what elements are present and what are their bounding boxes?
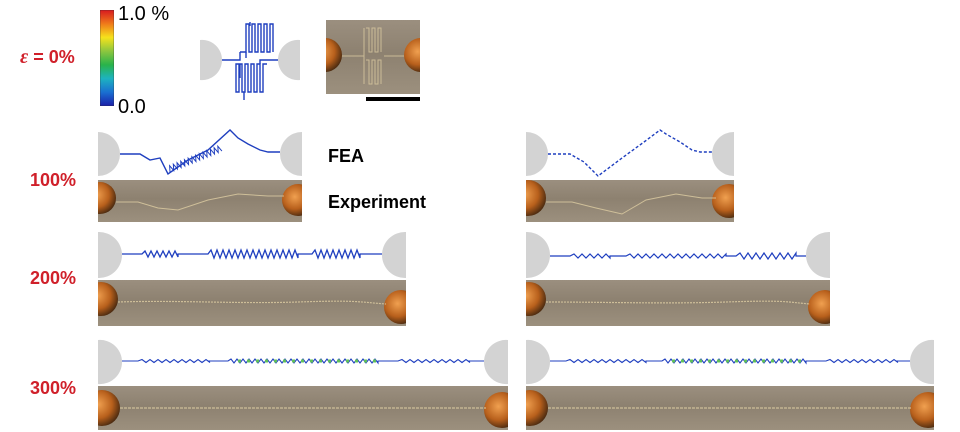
photo-300-left <box>98 386 508 430</box>
strain-highlight <box>771 359 774 363</box>
strain-highlight <box>753 359 756 363</box>
strain-highlight <box>265 359 268 363</box>
colorbar-max-label: 1.0 % <box>118 3 170 25</box>
strain-value-0: = 0% <box>28 47 75 67</box>
strain-highlight <box>780 359 783 363</box>
photo-100-left <box>98 180 302 222</box>
contact-pad-left <box>200 39 223 81</box>
fea-100-left <box>98 128 302 180</box>
strain-highlight <box>283 359 286 363</box>
fea-200-right <box>526 230 830 280</box>
strain-highlight <box>247 359 250 363</box>
strain-highlight <box>744 359 747 363</box>
strain-highlight <box>274 359 277 363</box>
experiment-key-label: Experiment <box>328 192 427 212</box>
photo-200-right <box>526 280 830 326</box>
strain-highlight <box>373 359 376 363</box>
strain-highlight <box>310 359 313 363</box>
strain-highlight <box>301 359 304 363</box>
serpentine-undeformed <box>222 22 278 100</box>
strain-highlight <box>708 359 711 363</box>
photo-100-right <box>526 180 734 222</box>
colorbar <box>100 10 114 106</box>
strain-highlight <box>238 359 241 363</box>
strain-highlight <box>328 359 331 363</box>
strain-label-200: 200% <box>30 268 77 288</box>
strain-highlight <box>798 359 801 363</box>
fea-100-right <box>526 128 734 180</box>
photo-pad-left <box>326 38 342 72</box>
fea-key-label: FEA <box>328 146 364 166</box>
fea-300-right <box>526 338 934 386</box>
strain-label-0: ε = 0% <box>20 46 75 69</box>
strain-highlight <box>292 359 295 363</box>
epsilon-symbol: ε <box>20 46 29 68</box>
strain-highlight <box>789 359 792 363</box>
photo-300-right <box>526 386 934 430</box>
photo-undeformed <box>326 20 420 94</box>
photo-pad-right <box>404 38 420 72</box>
strain-highlight <box>699 359 702 363</box>
contact-pad-right <box>277 39 300 81</box>
strain-highlight <box>319 359 322 363</box>
fea-200-left <box>98 230 406 280</box>
colorbar-min-label: 0.0 <box>118 96 146 118</box>
strain-highlight <box>726 359 729 363</box>
strain-highlight <box>717 359 720 363</box>
fea-300-left <box>98 338 508 386</box>
strain-highlight <box>681 359 684 363</box>
scale-bar <box>366 97 420 101</box>
strain-highlight <box>762 359 765 363</box>
strain-highlight <box>355 359 358 363</box>
strain-label-300: 300% <box>30 378 77 398</box>
strain-label-100: 100% <box>30 170 77 190</box>
strain-highlight <box>337 359 340 363</box>
strain-highlight <box>364 359 367 363</box>
strain-highlight <box>735 359 738 363</box>
colorbar-gradient <box>100 10 114 106</box>
strain-highlight <box>672 359 675 363</box>
strain-highlight <box>690 359 693 363</box>
photo-200-left <box>98 280 406 326</box>
strain-highlight <box>256 359 259 363</box>
fea-undeformed <box>198 18 302 104</box>
strain-highlight <box>346 359 349 363</box>
